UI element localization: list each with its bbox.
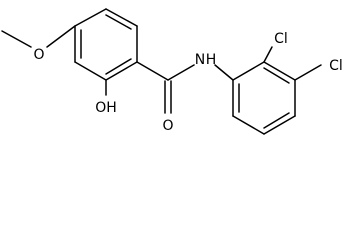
left-benzene-ring (74, 8, 138, 81)
bond-ring-cl-meta (294, 64, 322, 81)
bond-ring-right-1 (232, 61, 265, 81)
bond-n-ring (214, 64, 234, 81)
amide-group: N H (167, 52, 234, 81)
molecule-structure: O OH O N H Cl Cl (1, 8, 343, 135)
bond-carbonyl-n (167, 64, 195, 81)
chlorine-ortho-label: Cl (274, 31, 288, 47)
amide-hydrogen-label: H (206, 52, 217, 68)
bond-ring-left-inner-a (105, 14, 132, 30)
bond-ring-left-6 (74, 8, 107, 27)
methoxy-group: O (1, 25, 76, 63)
amide-nitrogen-label: N (195, 52, 205, 68)
bond-ring-left-3 (105, 61, 138, 81)
right-benzene-ring (232, 61, 296, 135)
bond-ring-left-4 (74, 61, 107, 81)
bond-ring-right-4 (263, 115, 296, 135)
bond-ring-right-inner-a (263, 67, 290, 84)
bond-ring-right-inner-b (263, 112, 290, 129)
bond-o-ring (46, 25, 76, 48)
bond-ring-carbonyl (136, 61, 169, 81)
chlorine-substituents: Cl Cl (263, 31, 343, 81)
hydroxyl-label: OH (95, 100, 117, 116)
bond-ring-right-2 (263, 61, 296, 81)
carbonyl-oxygen-label: O (162, 118, 173, 134)
chlorine-meta-label: Cl (329, 58, 343, 74)
bond-methyl-o (1, 30, 32, 48)
bond-ring-left-1 (105, 8, 138, 27)
hydroxyl-group: OH (95, 79, 117, 116)
bond-ring-right-5 (232, 115, 265, 135)
bond-ring-cl-ortho (263, 46, 273, 63)
carbonyl-group: O (136, 61, 174, 134)
methoxy-oxygen-label: O (33, 47, 44, 63)
bond-ring-left-inner-b (105, 58, 132, 75)
